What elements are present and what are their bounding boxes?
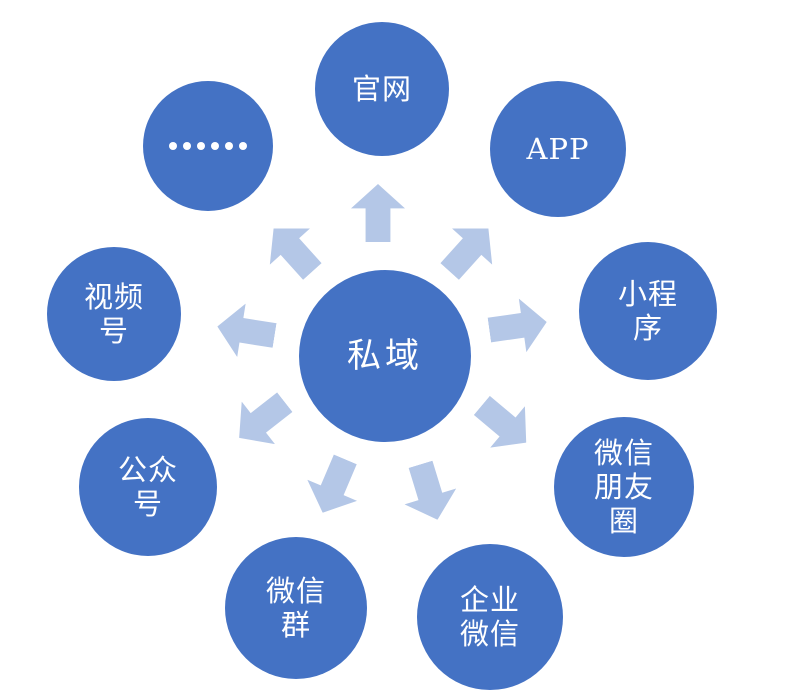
arrow-to-wechat-group-icon [298,449,370,523]
node-label-app: APP [526,131,590,166]
node-label-enterprise-wechat: 企业 微信 [459,582,520,651]
node-wechat-group: 微信 群 [225,537,367,679]
node-label-video-account: 视频 号 [83,279,144,348]
node-official-account: 公众 号 [79,418,217,556]
node-app: APP [490,81,626,217]
arrow-to-mini-program-icon [486,295,551,357]
node-enterprise-wechat: 企业 微信 [417,544,563,690]
arrow-to-official-account-icon [223,381,302,459]
dot-icon [225,142,233,150]
node-private-domain: 私域 [299,270,471,442]
dot-icon [211,142,219,150]
node-wechat-moments: 微信 朋友 圈 [554,417,694,557]
node-label-official-website: 官网 [351,71,412,106]
node-official-website: 官网 [315,22,449,156]
node-mini-program: 小程 序 [579,242,717,380]
dot-icon [183,142,191,150]
arrow-to-enterprise-wechat-icon [395,456,464,527]
arrow-to-wechat-moments-icon [464,385,543,464]
node-label-wechat-moments: 微信 朋友 圈 [593,435,654,539]
dot-icon [197,142,205,150]
arrow-to-app-icon [430,210,509,289]
arrow-to-more-icon [254,210,333,289]
node-label-wechat-group: 微信 群 [265,573,326,642]
node-label-mini-program: 小程 序 [617,276,678,345]
node-label-official-account: 公众 号 [117,452,178,521]
node-video-account: 视频 号 [47,247,181,381]
dot-icon [169,142,177,150]
node-label-private-domain: 私域 [347,335,423,376]
node-more [143,81,273,211]
ellipsis-dots-icon [169,142,247,150]
arrow-to-official-website-icon [351,184,405,242]
arrow-to-video-account-icon [213,300,279,362]
dot-icon [239,142,247,150]
